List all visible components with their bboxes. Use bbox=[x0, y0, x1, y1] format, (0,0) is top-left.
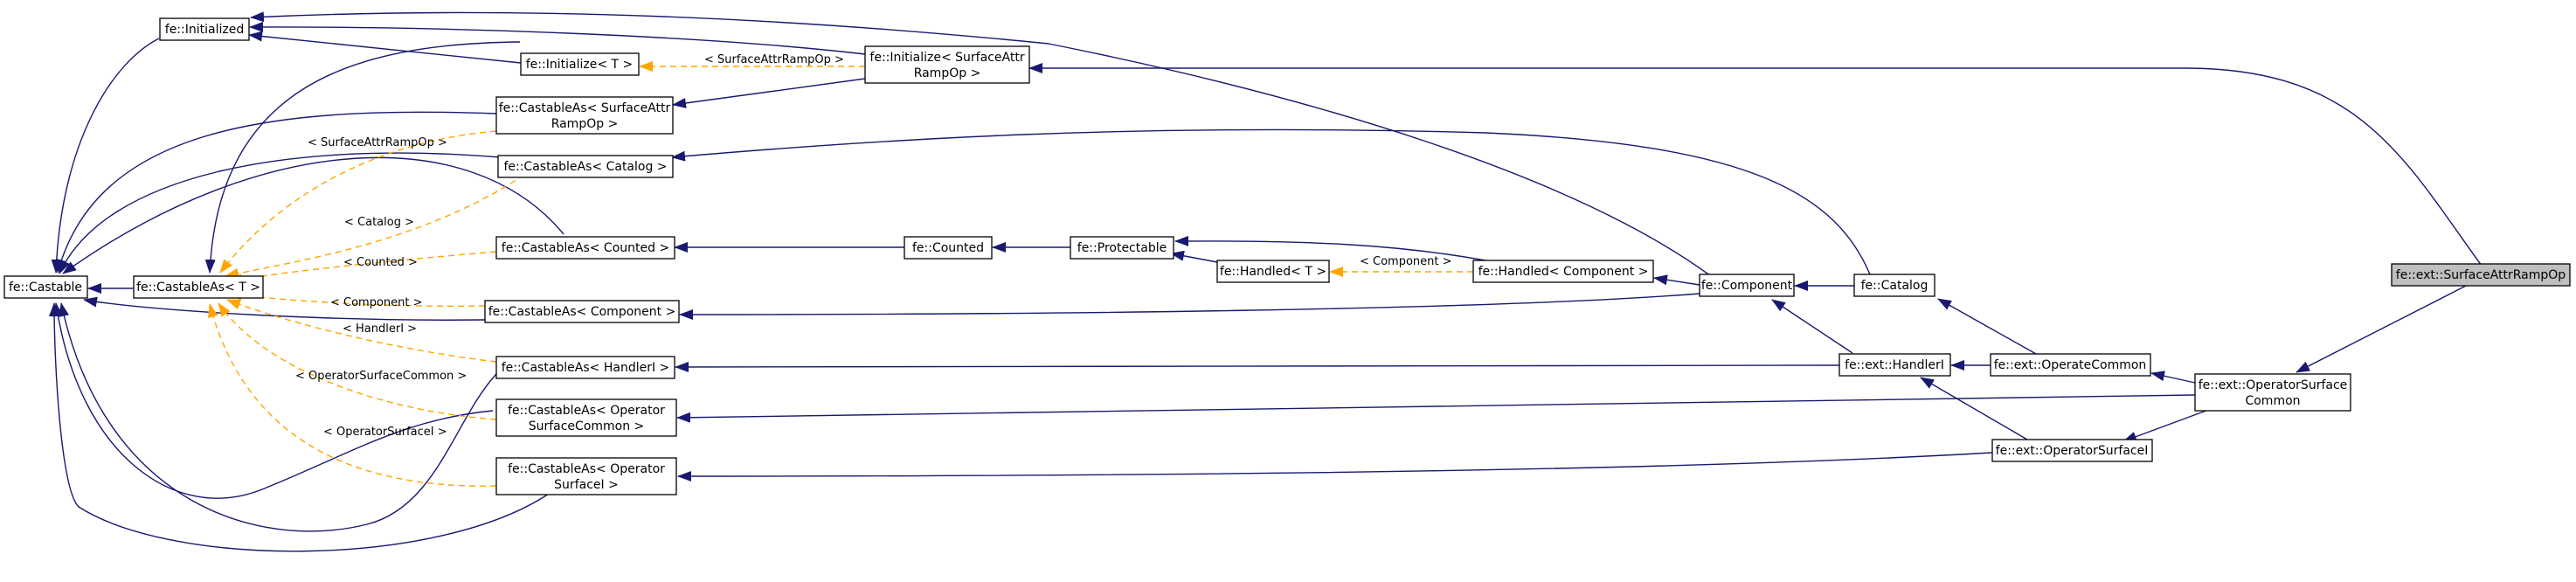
edge-tpl-osi bbox=[208, 303, 497, 487]
node-initialized-label: fe::Initialized bbox=[165, 23, 244, 37]
edge-labels: < SurfaceAttrRampOp > < SurfaceAttrRampO… bbox=[295, 53, 1452, 439]
node-castableas-osi-label-1: fe::CastableAs< Operator bbox=[508, 462, 665, 476]
edge-castableas-component-castable bbox=[83, 296, 486, 321]
node-castableas-handleri[interactable]: fe::CastableAs< HandlerI > bbox=[495, 356, 675, 379]
node-operatorsurfacei[interactable]: fe::ext::OperatorSurfaceI bbox=[1991, 439, 2153, 462]
edge-handleri-component bbox=[1771, 299, 1853, 354]
node-castableas-osi[interactable]: fe::CastableAs< Operator SurfaceI > bbox=[495, 457, 677, 495]
edge-castableas-handleri-castable bbox=[59, 302, 497, 532]
node-operatorsurfacecommon-label-2: Common bbox=[2245, 394, 2300, 408]
edge-initialize-t-initialized bbox=[248, 31, 522, 64]
edge-srop-osc bbox=[2296, 285, 2467, 373]
edge-osc-castableas-osc bbox=[676, 394, 2196, 423]
node-operatorsurfacecommon-label-1: fe::ext::OperatorSurface bbox=[2199, 378, 2348, 392]
node-initialize-srop[interactable]: fe::Initialize< SurfaceAttr RampOp > bbox=[864, 45, 1030, 84]
node-initialized[interactable]: fe::Initialized bbox=[159, 17, 250, 41]
node-castableas-srop-label-2: RampOp > bbox=[551, 117, 619, 131]
node-castableas-osc[interactable]: fe::CastableAs< Operator SurfaceCommon > bbox=[495, 398, 677, 437]
node-castable-label: fe::Castable bbox=[9, 281, 82, 294]
edge-tpl-srop bbox=[219, 130, 497, 274]
node-castableas-osc-label-1: fe::CastableAs< Operator bbox=[508, 404, 665, 418]
edge-catalog-castableas-catalog bbox=[671, 128, 1871, 275]
node-castableas-counted[interactable]: fe::CastableAs< Counted > bbox=[495, 236, 675, 260]
node-counted[interactable]: fe::Counted bbox=[904, 236, 993, 260]
node-initialize-srop-label-1: fe::Initialize< SurfaceAttr bbox=[869, 51, 1024, 65]
edge-initialized-castable bbox=[51, 38, 160, 274]
node-operatecommon[interactable]: fe::ext::OperateCommon bbox=[1990, 353, 2151, 377]
node-initialize-t[interactable]: fe::Initialize< T > bbox=[520, 52, 640, 76]
node-protectable[interactable]: fe::Protectable bbox=[1070, 236, 1174, 260]
edge-handled-component-protectable bbox=[1174, 235, 1486, 261]
node-handled-component[interactable]: fe::Handled< Component > bbox=[1472, 260, 1654, 283]
node-initialize-t-label: fe::Initialize< T > bbox=[526, 58, 633, 72]
edge-tpl-catalog bbox=[225, 174, 525, 279]
edge-castableas-catalog-castable bbox=[59, 152, 501, 274]
edge-operatorsurfacei-handleri bbox=[1920, 377, 2028, 440]
edge-label-handleri: < HandlerI > bbox=[343, 322, 417, 336]
edge-tpl-osc bbox=[218, 302, 497, 420]
node-catalog-label: fe::Catalog bbox=[1861, 279, 1929, 293]
edge-label-handled-component: < Component > bbox=[1360, 255, 1452, 268]
edges bbox=[49, 11, 2483, 552]
node-component-label: fe::Component bbox=[1701, 279, 1793, 293]
edge-handled-t-protectable bbox=[1170, 250, 1218, 263]
node-castableas-component[interactable]: fe::CastableAs< Component > bbox=[484, 300, 680, 323]
edge-label-srop-cast: < SurfaceAttrRampOp > bbox=[308, 136, 447, 149]
edge-label-component: < Component > bbox=[330, 296, 423, 309]
node-castableas-srop[interactable]: fe::CastableAs< SurfaceAttr RampOp > bbox=[495, 96, 674, 135]
node-operatorsurfacecommon[interactable]: fe::ext::OperatorSurface Common bbox=[2194, 373, 2351, 412]
node-castableas-osi-label-2: SurfaceI > bbox=[554, 478, 619, 492]
edge-initialize-srop-initialized bbox=[249, 21, 866, 55]
node-castableas-t-label: fe::CastableAs< T > bbox=[136, 281, 260, 294]
edge-handleri-castableas-handleri bbox=[675, 361, 1840, 372]
edge-label-counted: < Counted > bbox=[343, 256, 418, 269]
node-handled-t[interactable]: fe::Handled< T > bbox=[1216, 260, 1330, 283]
node-surfaceattrrampop-label: fe::ext::SurfaceAttrRampOp bbox=[2396, 268, 2566, 282]
edge-osc-operatecommon bbox=[2150, 371, 2196, 384]
node-castable[interactable]: fe::Castable bbox=[3, 275, 88, 299]
edge-castableas-t-initialize-t bbox=[204, 41, 521, 274]
edge-label-osi: < OperatorSurfaceI > bbox=[323, 426, 447, 439]
node-castableas-handleri-label: fe::CastableAs< HandlerI > bbox=[502, 361, 670, 375]
node-castableas-catalog-label: fe::CastableAs< Catalog > bbox=[503, 160, 667, 174]
node-handleri[interactable]: fe::ext::HandlerI bbox=[1839, 353, 1951, 377]
node-handled-t-label: fe::Handled< T > bbox=[1220, 265, 1326, 279]
node-initialize-srop-label-2: RampOp > bbox=[914, 66, 981, 80]
node-protectable-label: fe::Protectable bbox=[1077, 241, 1167, 255]
edge-castableas-counted-castable bbox=[62, 156, 564, 274]
nodes: fe::Initialized fe::Initialize< T > fe::… bbox=[3, 17, 2571, 495]
edge-label-catalog: < Catalog > bbox=[344, 216, 414, 229]
edge-label-srop-init: < SurfaceAttrRampOp > bbox=[704, 53, 844, 66]
node-castableas-osc-label-2: SurfaceCommon > bbox=[529, 419, 645, 433]
node-operatorsurfacei-label: fe::ext::OperatorSurfaceI bbox=[1996, 444, 2149, 458]
edge-castableas-srop-castable bbox=[56, 111, 497, 274]
node-surfaceattrrampop[interactable]: fe::ext::SurfaceAttrRampOp bbox=[2391, 263, 2571, 287]
edge-tpl-handleri bbox=[226, 299, 497, 363]
edge-castableas-osi-castable bbox=[49, 302, 550, 552]
edge-srop-initialize-srop bbox=[1028, 63, 2483, 267]
edge-component-castableas-component bbox=[679, 293, 1700, 320]
edge-operatecommon-catalog bbox=[1937, 298, 2037, 355]
node-castableas-t[interactable]: fe::CastableAs< T > bbox=[133, 275, 264, 299]
node-castableas-counted-label: fe::CastableAs< Counted > bbox=[502, 241, 669, 255]
edge-castableas-srop-initialize-srop bbox=[672, 78, 866, 108]
node-counted-label: fe::Counted bbox=[912, 241, 984, 255]
edge-operatorsurfacei-castableas-osi bbox=[677, 452, 1993, 482]
node-handleri-label: fe::ext::HandlerI bbox=[1845, 358, 1944, 372]
node-operatecommon-label: fe::ext::OperateCommon bbox=[1994, 358, 2147, 372]
node-castableas-component-label: fe::CastableAs< Component > bbox=[488, 305, 676, 319]
node-handled-component-label: fe::Handled< Component > bbox=[1478, 265, 1649, 279]
edge-osc-operatorsurfacei bbox=[2122, 408, 2212, 442]
node-catalog[interactable]: fe::Catalog bbox=[1853, 274, 1935, 297]
edge-component-handled-component bbox=[1653, 274, 1700, 286]
node-component[interactable]: fe::Component bbox=[1699, 274, 1795, 297]
edge-castableas-osc-castable bbox=[52, 302, 494, 499]
node-castableas-srop-label-1: fe::CastableAs< SurfaceAttr bbox=[499, 101, 671, 115]
node-castableas-catalog[interactable]: fe::CastableAs< Catalog > bbox=[497, 155, 674, 178]
edge-component-initialized bbox=[250, 11, 1712, 277]
edge-label-osc: < OperatorSurfaceCommon > bbox=[295, 370, 467, 383]
